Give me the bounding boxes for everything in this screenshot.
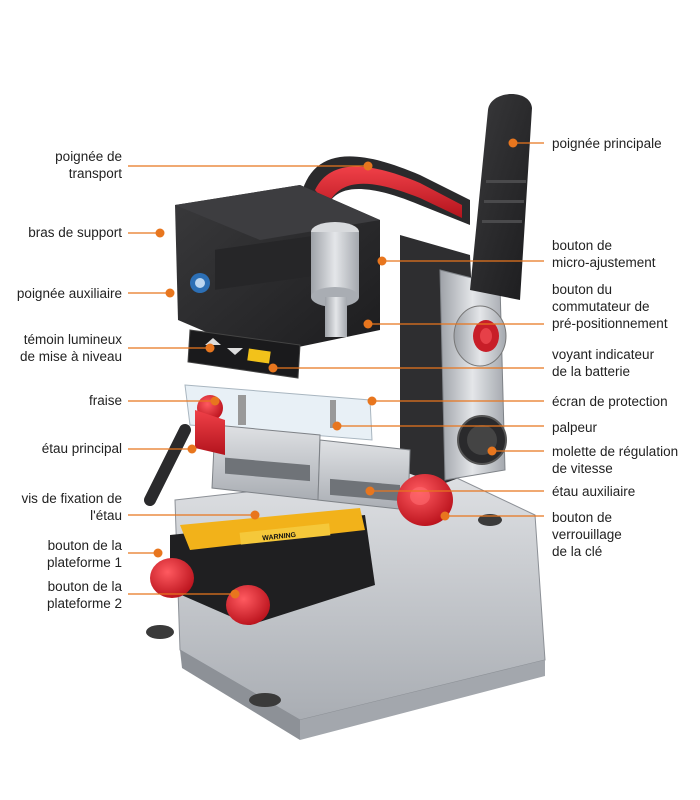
label-bras-support: bras de support xyxy=(28,225,122,240)
auxiliary-vise xyxy=(317,439,411,511)
micro-adjust-knob xyxy=(453,305,507,367)
leader-dot-plateforme-1 xyxy=(153,548,163,558)
top-post xyxy=(311,222,359,337)
leader-dot-verrouillage-cle xyxy=(440,511,450,521)
label-pre-positionnement: bouton du commutateur de pré-positionnem… xyxy=(552,282,668,331)
label-micro-ajustement: bouton de micro-ajustement xyxy=(552,238,656,270)
leader-dot-etau-auxiliaire xyxy=(365,486,375,496)
label-etau-auxiliaire: étau auxiliaire xyxy=(552,484,636,499)
leader-dot-molette-vitesse xyxy=(487,446,497,456)
main-handle xyxy=(470,93,532,301)
key-cutting-machine: WARNING xyxy=(144,93,546,740)
label-palpeur: palpeur xyxy=(552,420,598,435)
label-temoin-niveau: témoin lumineux de mise à niveau xyxy=(19,332,122,364)
leader-dot-temoin-niveau xyxy=(205,343,215,353)
carry-handle xyxy=(300,156,470,225)
label-plateforme-2: bouton de la plateforme 2 xyxy=(46,579,122,611)
leader-dot-palpeur xyxy=(332,421,342,431)
label-plateforme-1: bouton de la plateforme 1 xyxy=(46,538,122,570)
front-platform: WARNING xyxy=(170,508,375,625)
leader-dot-vis-fixation xyxy=(250,510,260,520)
warning-text: WARNING xyxy=(262,532,297,543)
label-etau-principal: étau principal xyxy=(41,441,122,456)
leader-lines xyxy=(128,138,544,599)
leader-dot-poignee-principale xyxy=(508,138,518,148)
leader-dot-voyant-batterie xyxy=(268,363,278,373)
label-molette-vitesse: molette de régulation de vitesse xyxy=(552,444,679,476)
leader-dot-pre-positionnement xyxy=(363,319,373,329)
leader-dot-bras-support xyxy=(155,228,165,238)
leader-dot-plateforme-2 xyxy=(230,589,240,599)
label-fraise: fraise xyxy=(88,393,122,408)
label-poignee-auxiliaire: poignée auxiliaire xyxy=(16,286,122,301)
probe xyxy=(330,400,336,428)
leader-dot-fraise xyxy=(210,396,220,406)
label-ecran-protection: écran de protection xyxy=(552,394,668,409)
leader-dot-ecran-protection xyxy=(367,396,377,406)
label-poignee-transport: poignée de transport xyxy=(55,149,122,181)
label-verrouillage-cle: bouton de verrouillage de la clé xyxy=(552,510,622,559)
main-vise xyxy=(144,410,321,506)
leader-dot-etau-principal xyxy=(187,444,197,454)
leader-dot-poignee-auxiliaire xyxy=(165,288,175,298)
leader-dot-micro-ajustement xyxy=(377,256,387,266)
platform-knob-1 xyxy=(150,558,194,598)
label-voyant-batterie: voyant indicateur de la batterie xyxy=(552,347,655,379)
label-poignee-principale: poignée principale xyxy=(552,136,662,151)
label-vis-fixation: vis de fixation de l'étau xyxy=(21,491,122,523)
leader-dot-poignee-transport xyxy=(363,161,373,171)
